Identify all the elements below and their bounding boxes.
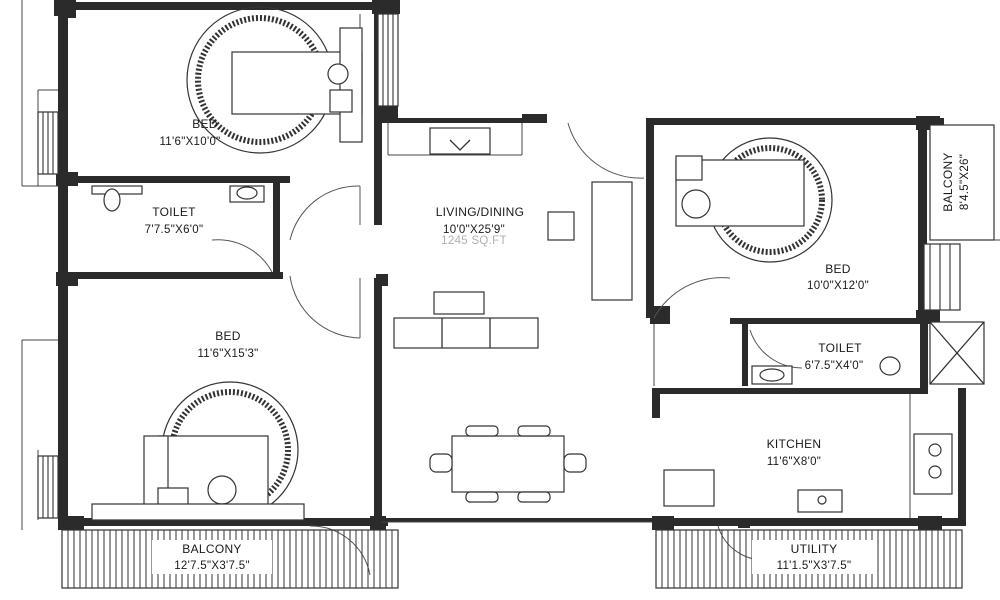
room-name: BED: [215, 329, 241, 343]
window-top-right: [377, 13, 399, 107]
room-size: 10'0"X12'0": [807, 280, 869, 292]
room-name: BALCONY: [941, 152, 955, 211]
room-balcony-bottom-left: BALCONY 12'7.5"X3'7.5": [152, 540, 272, 574]
room-bed-right: BED 10'0"X12'0": [807, 262, 869, 292]
room-kitchen: KITCHEN 11'6"X8'0": [767, 437, 822, 468]
bed-furniture-right: [675, 137, 833, 263]
room-size: 8'4.5"X26": [959, 154, 971, 210]
toilet-fixtures-left: [91, 185, 265, 212]
living-furniture: [393, 127, 633, 349]
window-left-bottom: [37, 455, 59, 519]
room-name: LIVING/DINING: [436, 205, 525, 219]
window-left-top: [37, 111, 59, 175]
room-size: 11'6"X15'3": [197, 348, 258, 360]
room-name: UTILITY: [791, 542, 838, 556]
room-utility: UTILITY 11'1.5"X3'7.5": [752, 540, 876, 574]
room-size: 10'0"X25'9": [443, 224, 505, 236]
room-size: 11'6"X8'0": [767, 456, 821, 468]
window-right-bed: [923, 243, 961, 311]
dining-furniture: [429, 425, 587, 503]
room-living-dining: LIVING/DINING 10'0"X25'9" 1245 SQ.FT: [436, 205, 525, 247]
bed-furniture-bottom: [91, 381, 305, 521]
walls: [54, 0, 966, 530]
room-toilet-right: TOILET 6'7.5"X4'0": [805, 341, 864, 372]
room-name: BALCONY: [182, 542, 241, 556]
room-bed-top-left: BED 11'6"X10'0": [159, 117, 220, 148]
secondary-lines: [21, 0, 1000, 530]
balcony-railing-side: [929, 124, 995, 241]
room-toilet-left: TOILET 7'7.5"X6'0": [145, 205, 204, 236]
window-kitchen: [929, 321, 985, 385]
toilet-fixtures-right: [751, 356, 901, 385]
bed-furniture-top: [186, 6, 363, 154]
room-name: BED: [192, 117, 218, 131]
room-size: 12'7.5"X3'7.5": [174, 560, 250, 572]
room-name: TOILET: [818, 341, 862, 355]
room-balcony-right: BALCONY 8'4.5"X26": [941, 152, 971, 211]
room-size: 7'7.5"X6'0": [145, 224, 204, 236]
room-name: TOILET: [152, 205, 196, 219]
room-size: 11'1.5"X3'7.5": [777, 560, 852, 572]
room-name: KITCHEN: [767, 437, 822, 451]
room-bed-bottom-left: BED 11'6"X15'3": [197, 329, 258, 360]
kitchen-furniture: [663, 433, 953, 513]
area-label: 1245 SQ.FT: [441, 235, 507, 247]
room-name: BED: [825, 262, 851, 276]
room-size: 6'7.5"X4'0": [805, 360, 864, 372]
room-size: 11'6"X10'0": [159, 136, 220, 148]
